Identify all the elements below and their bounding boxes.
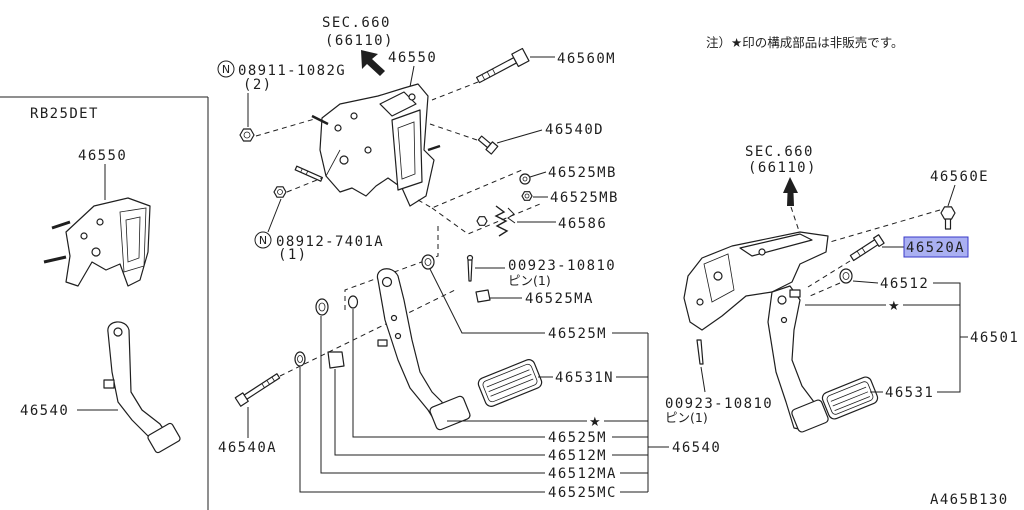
main-sec-arrow-icon	[361, 50, 385, 76]
leader-bushing-46512	[852, 280, 879, 284]
spring-46586-part	[476, 205, 516, 237]
assy-46501-bracket-lines	[933, 282, 968, 393]
label-bolt-46540d[interactable]: 46540D	[545, 122, 604, 138]
assembly-dashed-line	[431, 81, 479, 101]
label-bushing-46525mb-1[interactable]: 46525MB	[548, 165, 617, 181]
label-bolt-46560m[interactable]: 46560M	[557, 51, 616, 67]
bushing-46512-part	[839, 268, 853, 284]
leader-stopper-46512m	[334, 369, 545, 456]
nut-symbol-lower: N	[259, 234, 267, 247]
label-bolt-46560e[interactable]: 46560E	[930, 169, 989, 185]
label-pedal-assy-46540[interactable]: 46540	[672, 440, 721, 456]
assy-sec-ref: (66110)	[748, 160, 817, 176]
bolt-46560m-part	[475, 47, 530, 84]
label-pin-right-00923-10810[interactable]: 00923-10810	[665, 396, 773, 412]
main-sec-ref: (66110)	[325, 33, 394, 49]
bolt-46560e-part	[940, 206, 956, 230]
label-pad-46531n[interactable]: 46531N	[555, 370, 614, 386]
label-pin-qty: ピン(1)	[508, 273, 551, 288]
leader-bushing-46525m-2	[352, 309, 545, 438]
pedal-assy-right-part	[767, 285, 829, 433]
bushing-46525m-top-part	[421, 254, 435, 270]
pad-46531-part	[821, 376, 879, 420]
leader-nut-lower	[267, 198, 282, 233]
star-marker-center: ★	[589, 415, 601, 430]
assembly-dashed-line	[809, 282, 841, 297]
label-nut-lower-qty: (1)	[278, 247, 308, 263]
assembly-dashed-line	[790, 206, 801, 235]
nut-upper-part	[239, 128, 255, 142]
assembly-dashed-line	[255, 117, 319, 137]
label-pad-46531[interactable]: 46531	[885, 385, 934, 401]
label-bolt-46520a[interactable]: 46520A	[906, 240, 965, 256]
stopper-46512m-part	[327, 351, 345, 369]
label-stopper-46512m[interactable]: 46512M	[548, 448, 607, 464]
leader-bushing-46525m-1	[429, 268, 545, 334]
bushing-46525mb-lower-part	[521, 191, 533, 201]
nut-symbol-upper: N	[222, 63, 230, 76]
label-pin-00923-10810[interactable]: 00923-10810	[508, 258, 616, 274]
bushing-46512ma-part	[315, 298, 329, 316]
label-bushing-46525mb-2[interactable]: 46525MB	[550, 190, 619, 206]
assy-sec-arrow-icon	[783, 177, 798, 206]
assembly-dashed-line	[429, 123, 478, 141]
label-nut-08911-1082g[interactable]: 08911-1082G	[238, 63, 346, 79]
label-rb25det-bracket[interactable]: 46550	[78, 148, 127, 164]
pedal-assy-bracket-lines	[604, 332, 669, 493]
label-spring-46586[interactable]: 46586	[558, 216, 607, 232]
label-rb25det-pedal[interactable]: 46540	[20, 403, 69, 419]
label-clip-46525ma[interactable]: 46525MA	[525, 291, 594, 307]
label-nut-08912-7401a[interactable]: 08912-7401A	[276, 234, 384, 250]
bushing-46525m-lower-part	[347, 295, 359, 309]
bushing-46525mb-upper-part	[519, 173, 531, 185]
pedal-46540-part	[376, 268, 471, 431]
assembly-dashed-line	[279, 289, 456, 377]
label-bushing-46512ma[interactable]: 46512MA	[548, 466, 617, 482]
stud-bolt-part	[294, 165, 323, 182]
assembly-dashed-line	[829, 209, 941, 243]
leader-pin-right	[700, 366, 706, 393]
pin-right-part	[696, 339, 704, 365]
label-bolt-46540a[interactable]: 46540A	[218, 440, 277, 456]
assembly-dashed-line	[286, 177, 323, 193]
rb25det-bracket-part	[43, 197, 151, 287]
highlight-box-46520a[interactable]	[903, 236, 969, 258]
label-bushing-46525m-2[interactable]: 46525M	[548, 430, 607, 446]
star-marker-right: ★	[888, 299, 900, 314]
bolt-46540d-part	[477, 135, 499, 155]
label-bushing-46525m-1[interactable]: 46525M	[548, 326, 607, 342]
assy-sec-label[interactable]: SEC.660	[745, 144, 814, 160]
bracket-assy-part	[683, 231, 829, 331]
assembly-dashed-box	[417, 169, 541, 235]
leader-bushing-46525mb-1	[529, 171, 547, 178]
nut-lower-part	[273, 186, 287, 198]
label-nut-upper-qty: (2)	[243, 77, 273, 93]
bolt-46520a-part	[849, 234, 885, 262]
label-bracket-46550[interactable]: 46550	[388, 50, 437, 66]
clip-46525ma-part	[475, 289, 491, 303]
bracket-46550-part	[311, 83, 441, 207]
nut-symbol-circle-upper	[217, 60, 235, 78]
figure-code: A465B130	[930, 492, 1009, 508]
inset-title: RB25DET	[30, 106, 99, 122]
label-bushing-46512[interactable]: 46512	[880, 276, 929, 292]
label-assy-46501[interactable]: 46501	[970, 330, 1019, 346]
nut-symbol-circle-lower	[254, 231, 272, 249]
label-pin-right-qty: ピン(1)	[665, 410, 708, 425]
label-bushing-46525mc[interactable]: 46525MC	[548, 485, 617, 501]
leader-bushing-46512ma	[320, 316, 545, 474]
hotspot-46520a[interactable]: 46520A	[903, 236, 969, 258]
rb25det-pedal-part	[103, 321, 181, 454]
bushing-46525mc-part	[294, 351, 306, 367]
main-sec-label[interactable]: SEC.660	[322, 15, 391, 31]
footnote-not-sold: 注）★印の構成部品は非販売です。	[706, 35, 903, 50]
leader-bushing-46525mc	[299, 367, 545, 493]
leader-bolt-46540d	[496, 129, 543, 144]
bolt-46540a-part	[234, 373, 281, 407]
pad-46531n-part	[477, 359, 543, 407]
pin-00923-10810-part	[466, 254, 474, 282]
leader-bolt-46560e	[947, 184, 956, 207]
